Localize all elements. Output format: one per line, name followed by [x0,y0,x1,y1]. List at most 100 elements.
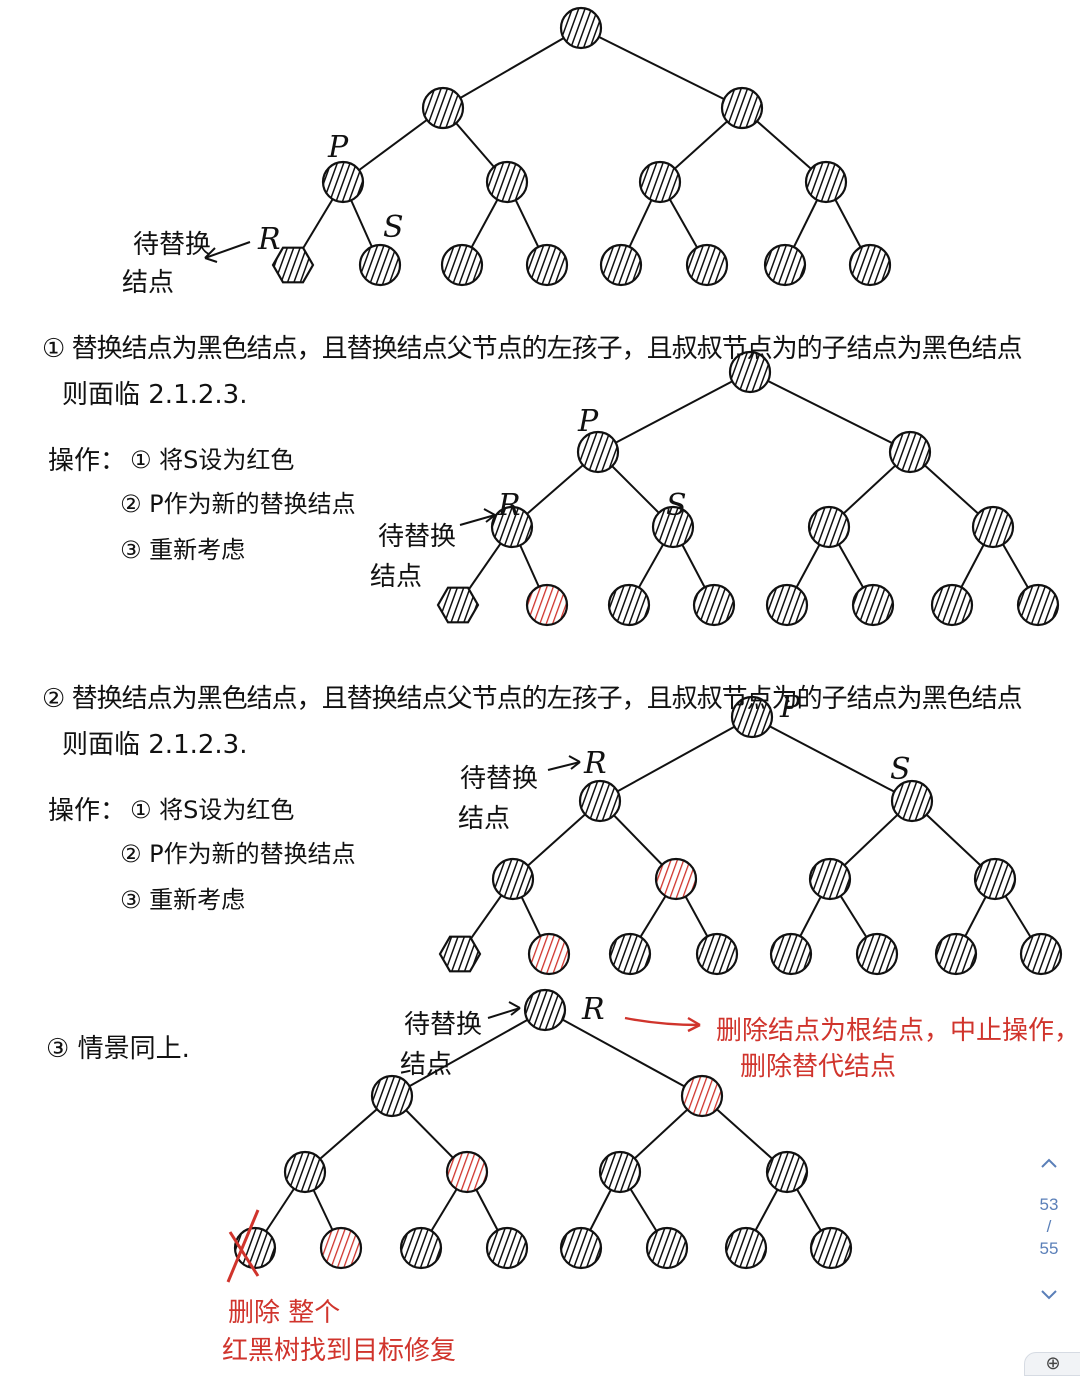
black-tree-node [848,243,892,287]
arrow-to-node [487,1007,521,1019]
section3-heading: ③ 情景同上. [46,1034,190,1064]
bottom-note-line2: 红黑树找到目标修复 [222,1336,457,1366]
black-tree-node [888,430,932,474]
annotation-line1: 待替换 [460,764,539,794]
black-tree-node [576,430,620,474]
black-tree-node [491,857,535,901]
zoom-in-icon[interactable]: ⊕ [1024,1352,1080,1376]
black-tree-node [607,583,651,627]
arrow-to-node [459,514,496,526]
red-note-line1: 删除结点为根结点，中止操作， [716,1016,1080,1046]
black-tree-node [685,243,729,287]
tree-edge [749,371,911,453]
annotation-line2: 结点 [370,562,423,592]
black-tree-node [321,160,365,204]
tree-edge [391,1009,546,1097]
black-tree-node [490,505,534,549]
section1-heading: ① 替换结点为黑色结点，且替换结点父节点的左孩子，且叔叔节点为的子结点为黑色结点 [42,334,1023,364]
black-tree-node [807,505,851,549]
bottom-note-line1: 删除 整个 [228,1298,341,1328]
total-pages: 55 [1039,1239,1059,1258]
tree-nodes [233,6,1063,1270]
black-tree-node [971,505,1015,549]
tree-edge [597,371,751,453]
black-tree-node [559,6,603,50]
tree-edge [751,716,913,802]
section2-op3: ③ 重新考虑 [120,886,246,914]
black-tree-node [724,1226,768,1270]
black-tree-node [1019,932,1063,976]
black-tree-node [283,1150,327,1194]
section1-line2: 则面临 2.1.2.3. [62,380,248,410]
black-tree-node [973,857,1017,901]
black-tree-node [934,932,978,976]
placeholder-node [438,935,482,973]
black-tree-node [809,1226,853,1270]
red-tree-node [319,1226,363,1270]
black-tree-node [559,1226,603,1270]
black-tree-node [851,583,895,627]
annotation-line2: 结点 [122,268,175,298]
black-tree-node [1016,583,1060,627]
node-label-p: P [328,130,349,165]
red-tree-node [527,932,571,976]
black-tree-node [440,243,484,287]
chevron-up-icon[interactable] [1034,1148,1064,1178]
arrow-to-node [204,241,251,259]
node-label-s: S [666,488,687,523]
black-tree-node [890,779,934,823]
section1-op3: ③ 重新考虑 [120,536,246,564]
red-arrow [624,1016,701,1027]
black-tree-node [692,583,736,627]
black-tree-node [808,857,852,901]
chevron-down-icon[interactable] [1034,1280,1064,1310]
black-tree-node [769,932,813,976]
red-tree-node [445,1150,489,1194]
section1-op1: ① 将S设为红色 [130,446,295,474]
node-label-r: R [584,746,607,781]
black-tree-node [651,505,695,549]
node-label-r: R [258,222,281,257]
section2-heading: ② 替换结点为黑色结点，且替换结点父节点的左孩子，且叔叔节点为的子结点为黑色结点 [42,684,1023,714]
black-tree-node [358,243,402,287]
black-tree-node [485,160,529,204]
black-tree-node [523,988,567,1032]
black-tree-node [695,932,739,976]
section1-op2: ② P作为新的替换结点 [120,490,356,518]
node-label-s: S [890,752,911,787]
red-tree-node [680,1074,724,1118]
node-label-p: P [780,690,801,725]
black-tree-node [804,160,848,204]
node-label-s: S [383,210,404,245]
black-tree-node [599,243,643,287]
page-separator: / [1046,1217,1052,1236]
tree-edge [442,27,582,109]
arrow-to-node [547,761,581,771]
red-tree-node [525,583,569,627]
black-tree-node [638,160,682,204]
section2-op1: ① 将S设为红色 [130,796,295,824]
black-tree-node [728,350,772,394]
black-tree-node [399,1226,443,1270]
black-tree-node [855,932,899,976]
node-label-r: R [498,488,521,523]
annotation-strokes [204,241,701,1283]
red-tree-node [654,857,698,901]
section1-ops-label: 操作： [48,446,127,476]
red-strike-mark [226,1209,260,1283]
section2-ops-label: 操作： [48,796,127,826]
tree-edge [599,716,753,802]
annotation-line1: 待替换 [133,230,212,260]
annotation-line1: 待替换 [404,1010,483,1040]
page-navigator: 53 / 55 [1022,1148,1076,1308]
placeholder-node [271,246,315,284]
placeholder-node [436,586,480,624]
annotation-line2: 结点 [458,804,511,834]
section2-op2: ② P作为新的替换结点 [120,840,356,868]
black-tree-node [930,583,974,627]
black-tree-node [608,932,652,976]
tree-edge [544,1009,703,1097]
black-tree-node [598,1150,642,1194]
node-label-p: P [578,404,599,439]
